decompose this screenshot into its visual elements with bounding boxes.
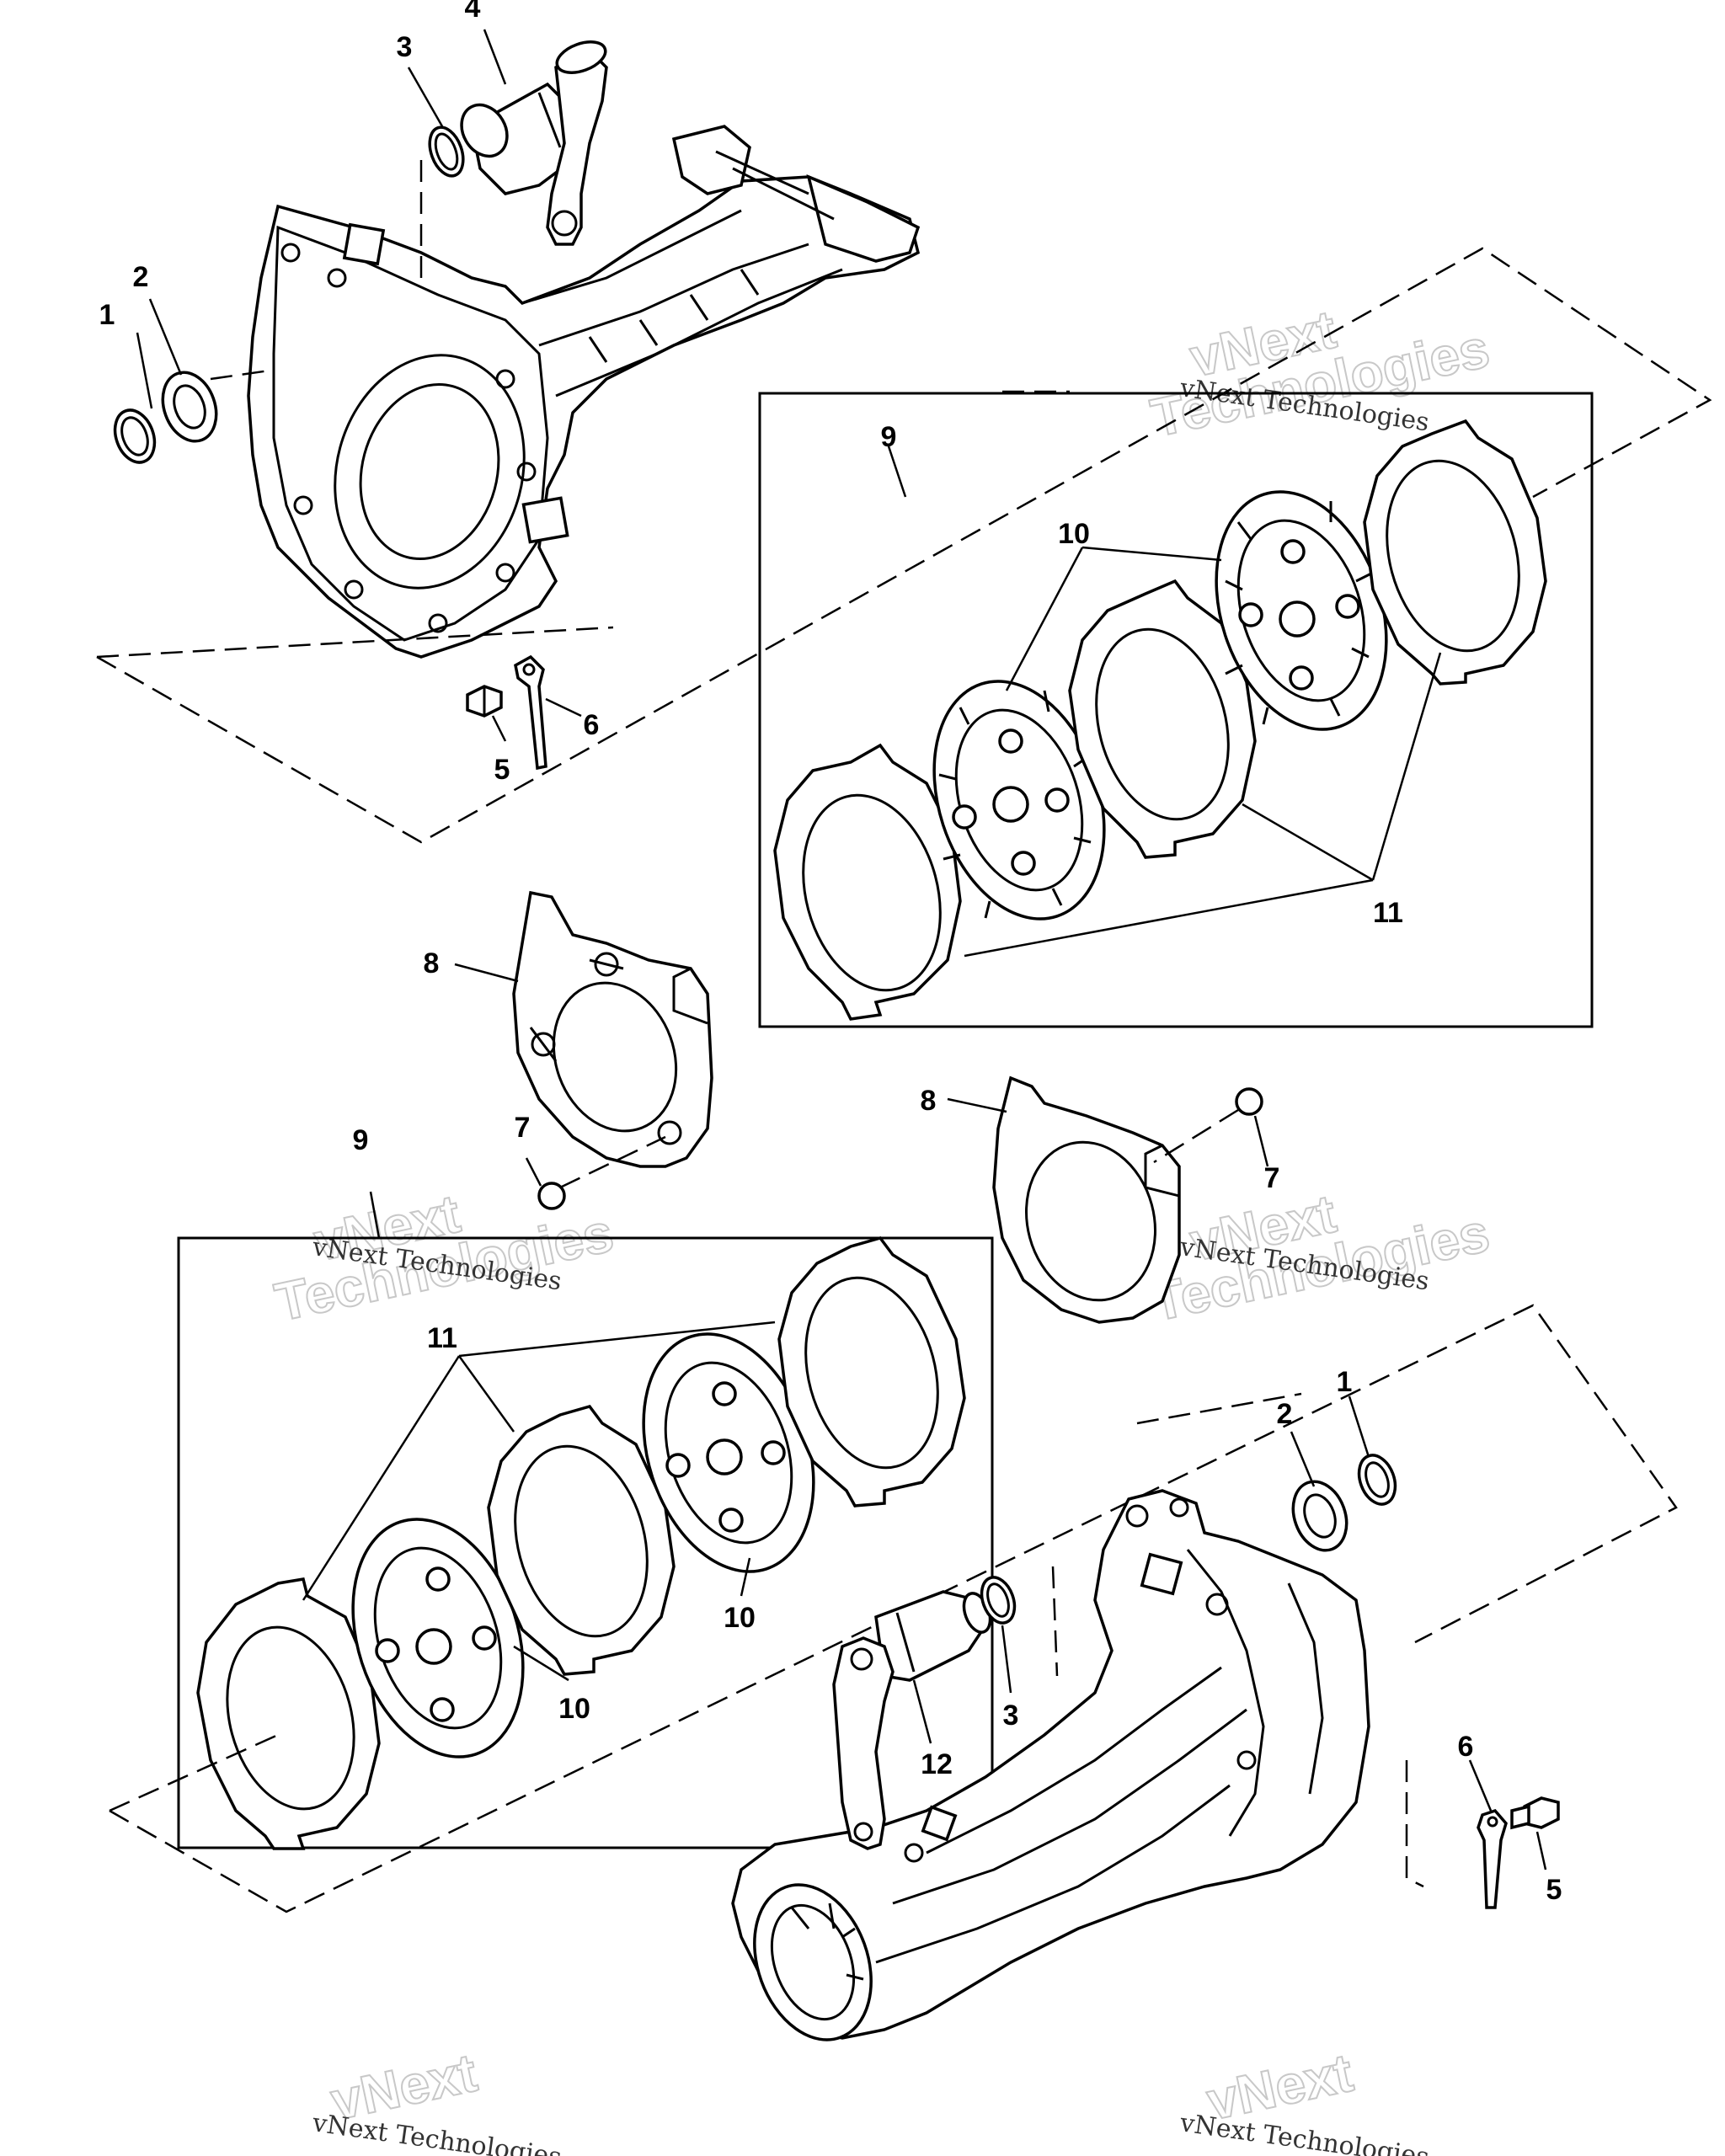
- watermark-text: vNext Technologies: [1178, 2108, 1431, 2156]
- steel-plate-upper-1: [773, 743, 962, 1021]
- friction-disc-upper-1: [932, 680, 1106, 921]
- callout-5-lower: 5: [1546, 1874, 1562, 1906]
- callout-12-lower: 12: [921, 1748, 953, 1780]
- callout-6-lower: 6: [1458, 1731, 1474, 1763]
- friction-disc-lower-2: [642, 1332, 815, 1573]
- callout-5-upper: 5: [494, 754, 510, 786]
- snap-ring-lower: [1357, 1454, 1397, 1506]
- callout-11-lower: 11: [427, 1322, 457, 1354]
- callout-3-upper: 3: [397, 31, 413, 63]
- watermark-text: vNext Technologies: [310, 2108, 563, 2156]
- lower-brake-pack-frame: [177, 1236, 994, 1849]
- callout-labels: 1 2 3 4 5 6 9 10 11 8 7 8 7 9 11 10 10 1…: [99, 0, 1562, 1906]
- callout-3-lower: 3: [1003, 1700, 1019, 1732]
- bolt-lower: [1510, 1796, 1560, 1830]
- callout-8-left: 8: [424, 947, 440, 979]
- snap-ring-upper: [113, 408, 157, 464]
- callout-10-lower-b: 10: [558, 1693, 590, 1725]
- actuator-plate-left: [512, 890, 713, 1168]
- steel-plate-upper-2: [1068, 579, 1257, 859]
- callout-10-lower-a: 10: [724, 1602, 756, 1634]
- friction-disc-lower-1: [351, 1518, 525, 1758]
- callout-2-upper: 2: [133, 261, 149, 293]
- upper-brake-pack-frame: [758, 392, 1594, 1028]
- callout-10-upper: 10: [1058, 518, 1090, 550]
- callout-1-lower: 1: [1337, 1366, 1353, 1398]
- tab-washer-lower: [1477, 1808, 1508, 1909]
- callout-6-upper: 6: [584, 709, 600, 741]
- steel-plate-upper-3: [1363, 419, 1547, 686]
- callout-7-left: 7: [515, 1112, 531, 1144]
- lower-axle-housing: [731, 1489, 1370, 2041]
- brake-shaft-upper: [460, 40, 608, 246]
- o-ring-upper: [428, 125, 465, 178]
- callout-9-upper: 9: [881, 421, 897, 453]
- assembly-lines-lower: [109, 1304, 1678, 1913]
- ball-right: [1235, 1087, 1263, 1116]
- upper-axle-housing: [247, 125, 921, 659]
- steel-plate-lower-1: [196, 1577, 381, 1850]
- callout-4-upper: 4: [465, 0, 481, 24]
- callout-7-right: 7: [1264, 1162, 1280, 1194]
- ball-left: [537, 1182, 566, 1210]
- brake-shaft-lower: [832, 1590, 992, 1850]
- bolt-upper: [466, 685, 503, 718]
- callout-1-upper: 1: [99, 299, 115, 331]
- o-ring-lower: [980, 1576, 1017, 1625]
- assembly-lines-upper: [96, 160, 1712, 844]
- washer-lower: [1291, 1480, 1348, 1552]
- callout-11-upper: 11: [1373, 897, 1403, 929]
- callout-2-lower: 2: [1277, 1398, 1293, 1430]
- callout-8-right: 8: [921, 1085, 937, 1117]
- actuator-plate-right: [992, 1075, 1181, 1324]
- tab-washer-upper: [514, 654, 547, 771]
- callout-9-lower: 9: [353, 1124, 369, 1156]
- steel-plate-lower-2: [487, 1404, 676, 1676]
- steel-plate-lower-3: [777, 1235, 966, 1508]
